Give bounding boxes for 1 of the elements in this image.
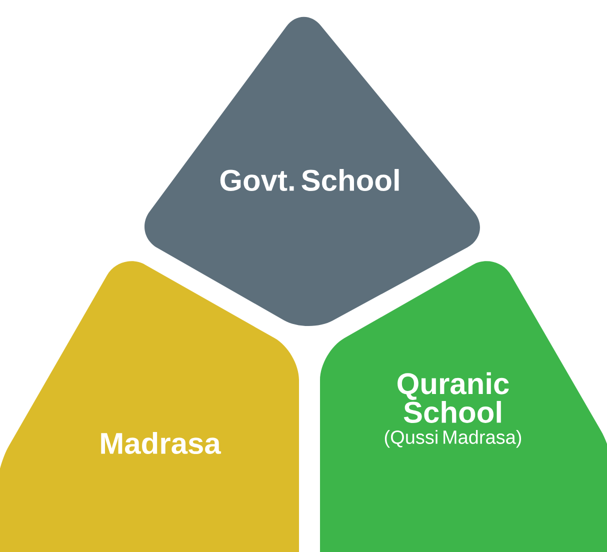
triangle-segment: Govt. School (144, 16, 480, 326)
